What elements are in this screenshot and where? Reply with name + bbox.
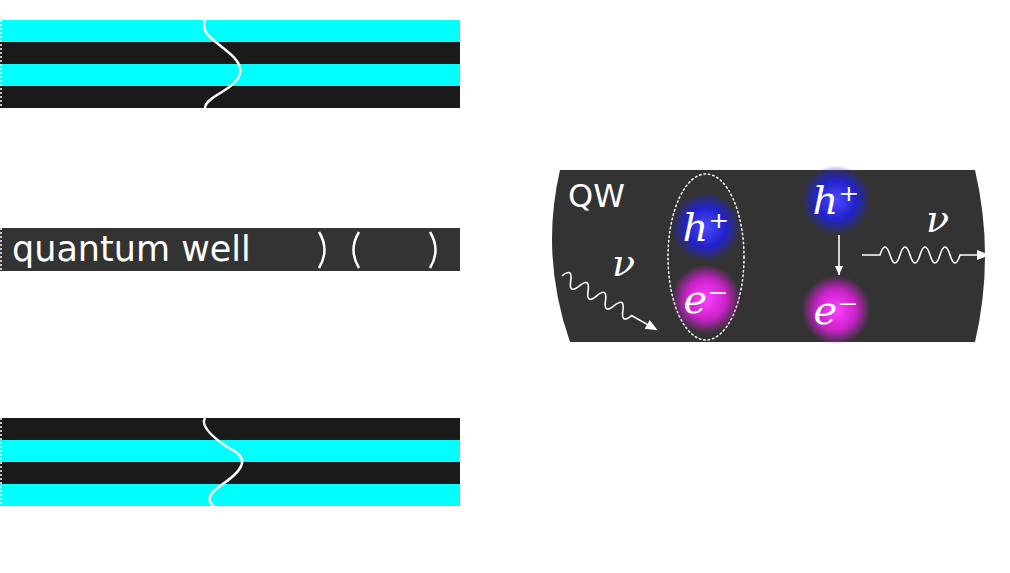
node-text: h⁺: [671, 192, 741, 262]
photon-label: ν: [926, 200, 949, 238]
qw-panel: [552, 170, 985, 342]
node-text: quantum well: [12, 229, 251, 270]
incoming-photon: [559, 270, 661, 336]
quantum-well-bar: [0, 228, 460, 271]
bottom-mirror: [0, 418, 460, 506]
exciton-ellipse: h⁺e⁻: [666, 172, 746, 342]
emitted-photon: [862, 247, 990, 263]
electron-particle: e⁻: [801, 275, 877, 345]
node-text: e⁻: [801, 275, 871, 345]
qw-panel-box: QWh⁺e⁻h⁺e⁻: [543, 170, 990, 342]
hole-particle: h⁺: [801, 165, 877, 235]
photon-label: ν: [612, 244, 635, 282]
node-text: h⁺: [801, 165, 871, 235]
node-text: e⁻: [671, 264, 741, 334]
transition-arrow: [838, 235, 840, 275]
node-text: QW: [568, 176, 625, 216]
top-mirror: [0, 20, 460, 108]
quantum-well-label-bar: quantum well: [0, 228, 460, 271]
